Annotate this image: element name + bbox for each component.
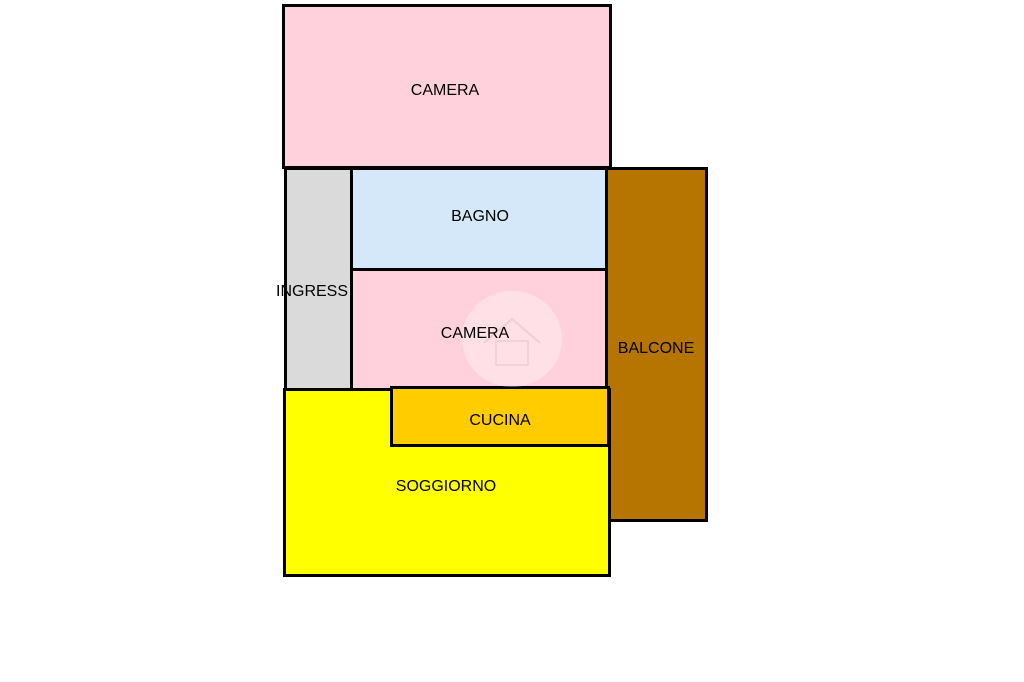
room-label-balcone: BALCONE [617,340,695,357]
room-label-soggiorno: SOGGIORNO [395,478,497,495]
room-label-ingresso: INGRESS [275,283,349,300]
room-label-camera-middle: CAMERA [440,325,510,342]
room-label-bagno: BAGNO [451,208,509,225]
room-ingresso [284,167,354,392]
room-balcone [605,167,708,522]
room-label-camera-top: CAMERA [410,82,480,99]
room-label-cucina: CUCINA [469,412,531,429]
room-cucina [390,386,610,447]
room-camera-top [282,4,612,169]
watermark-logo [462,291,562,387]
